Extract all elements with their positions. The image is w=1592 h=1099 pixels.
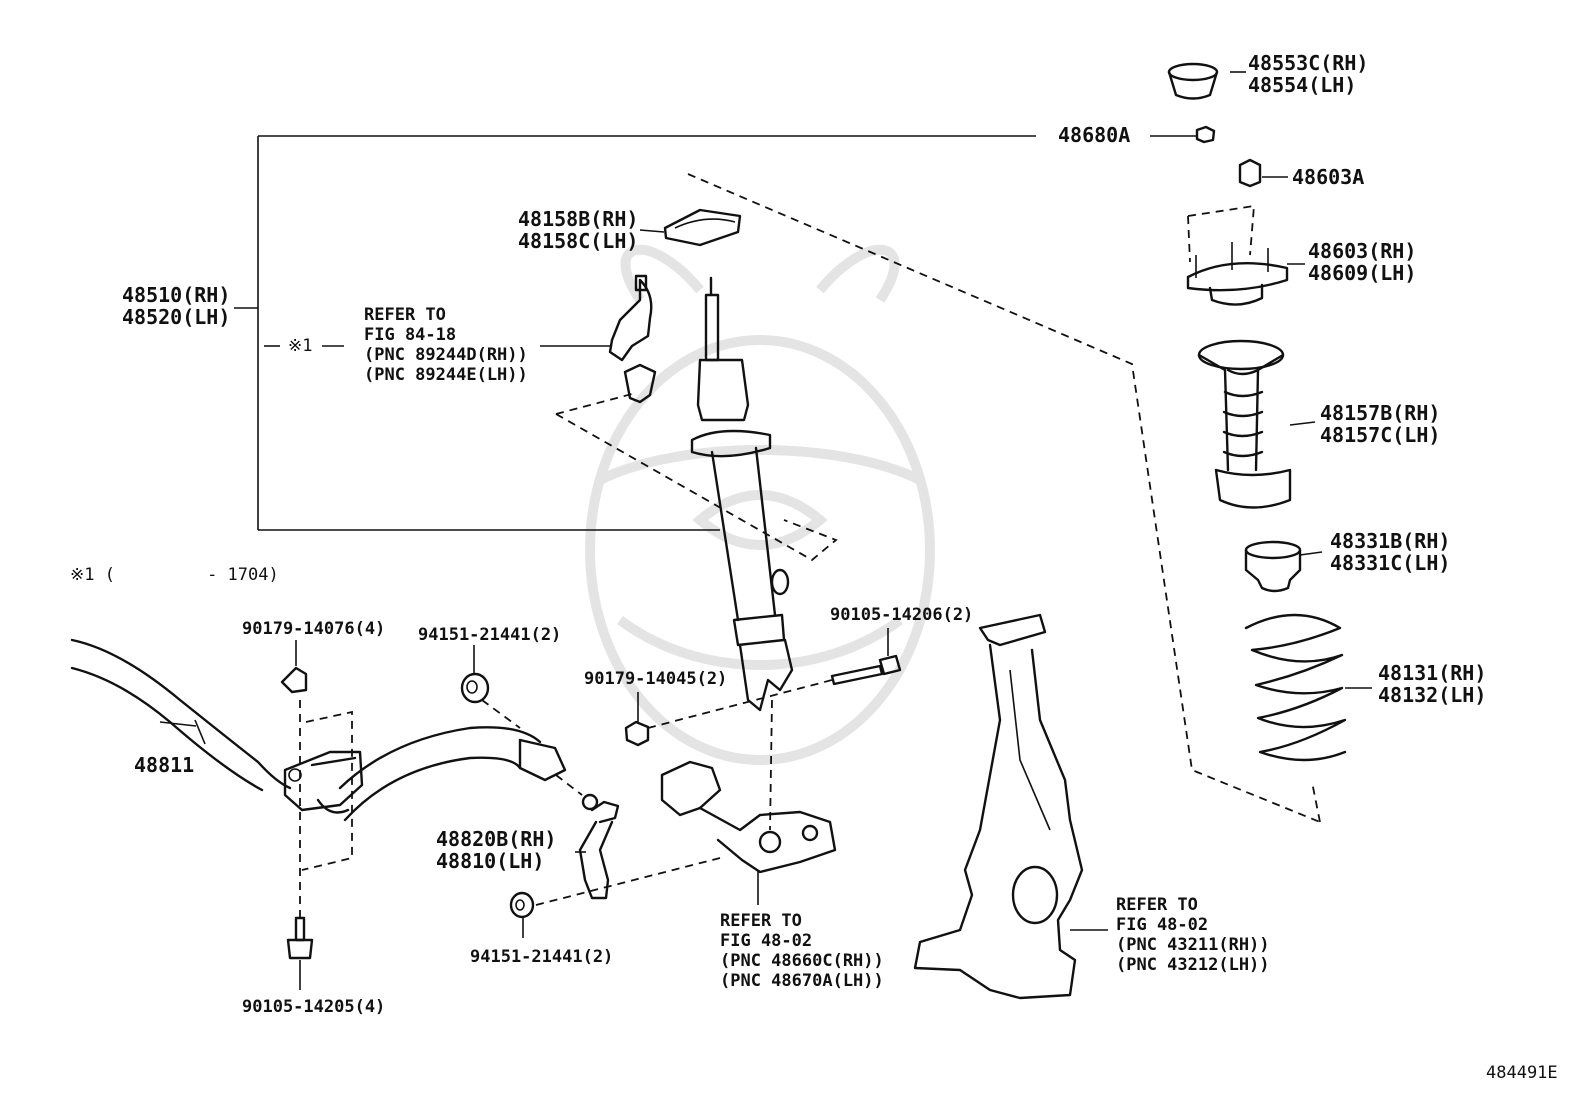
- dust-cap-part[interactable]: [1167, 62, 1219, 100]
- label-48603a[interactable]: 48603A: [1292, 165, 1364, 189]
- bellows-boot-part[interactable]: [1197, 339, 1292, 509]
- nut-48603a-part[interactable]: [1238, 158, 1262, 188]
- label-90179-14076[interactable]: 90179-14076(4): [242, 619, 385, 639]
- spring-insulator-upper-part[interactable]: [663, 208, 742, 247]
- nut-48680a-part[interactable]: [1195, 125, 1216, 144]
- sensor-ref-line-2[interactable]: FIG 84-18: [364, 325, 456, 345]
- label-48158b[interactable]: 48158B(RH): [518, 207, 638, 231]
- label-48157c[interactable]: 48157C(LH): [1320, 423, 1440, 447]
- label-94151-top[interactable]: 94151-21441(2): [418, 625, 561, 645]
- label-48553c[interactable]: 48553C(RH): [1248, 51, 1368, 75]
- knuckle-ref-line-4[interactable]: (PNC 43212(LH)): [1116, 955, 1270, 975]
- label-48132[interactable]: 48132(LH): [1378, 683, 1486, 707]
- stabilizer-bar-part[interactable]: [70, 638, 567, 822]
- knuckle-ref-line-3[interactable]: (PNC 43211(RH)): [1116, 935, 1270, 955]
- diagram-id: 484491E: [1486, 1063, 1558, 1083]
- bolt-90105-14206-part[interactable]: [830, 654, 902, 686]
- label-48603[interactable]: 48603(RH): [1308, 239, 1416, 263]
- label-48811[interactable]: 48811: [134, 753, 194, 777]
- bump-stop-part[interactable]: [1244, 540, 1302, 593]
- label-48554[interactable]: 48554(LH): [1248, 73, 1356, 97]
- coil-spring-part[interactable]: [1244, 613, 1347, 762]
- strut-mount-part[interactable]: [1186, 242, 1289, 306]
- watermark-emblem: [585, 244, 935, 765]
- label-90105-14205[interactable]: 90105-14205(4): [242, 997, 385, 1017]
- nut-90179-14045-part[interactable]: [624, 720, 650, 747]
- arm-ref-line-4[interactable]: (PNC 48670A(LH)): [720, 971, 884, 991]
- knuckle-ref-line-1[interactable]: REFER TO: [1116, 895, 1198, 915]
- label-48331c[interactable]: 48331C(LH): [1330, 551, 1450, 575]
- bushing-94151-top-part[interactable]: [460, 672, 490, 704]
- knuckle-ref-line-2[interactable]: FIG 48-02: [1116, 915, 1208, 935]
- part-labels: 48553C(RH) 48554(LH) 48680A 48603A 48158…: [70, 51, 1558, 1083]
- label-48820b[interactable]: 48820B(RH): [436, 827, 556, 851]
- nut-90179-14076-part[interactable]: [280, 666, 308, 694]
- sensor-ref-line-3[interactable]: (PNC 89244D(RH)): [364, 345, 528, 365]
- stabilizer-link-part[interactable]: [578, 793, 620, 900]
- label-90105-14206[interactable]: 90105-14206(2): [830, 605, 973, 625]
- label-48520[interactable]: 48520(LH): [122, 305, 230, 329]
- sensor-bracket-part[interactable]: [608, 274, 657, 404]
- bushing-94151-bottom-part[interactable]: [509, 891, 535, 919]
- arm-ref-line-3[interactable]: (PNC 48660C(RH)): [720, 951, 884, 971]
- label-48331b[interactable]: 48331B(RH): [1330, 529, 1450, 553]
- shock-absorber-part[interactable]: [690, 276, 794, 712]
- bolt-90105-14205-part[interactable]: [286, 916, 314, 960]
- label-48131[interactable]: 48131(RH): [1378, 661, 1486, 685]
- label-48510[interactable]: 48510(RH): [122, 283, 230, 307]
- arm-ref-line-2[interactable]: FIG 48-02: [720, 931, 812, 951]
- footnote: ※1 ( - 1704): [70, 565, 279, 585]
- label-94151-bottom[interactable]: 94151-21441(2): [470, 947, 613, 967]
- note-marker: ※1: [288, 336, 312, 356]
- leader-lines: [159, 71, 1372, 990]
- stabilizer-bushing-part[interactable]: [283, 750, 364, 814]
- sensor-ref-line-4[interactable]: (PNC 89244E(LH)): [364, 365, 528, 385]
- label-48810[interactable]: 48810(LH): [436, 849, 544, 873]
- sensor-ref-line-1[interactable]: REFER TO: [364, 305, 446, 325]
- lower-control-arm-part[interactable]: [660, 760, 837, 874]
- arm-ref-line-1[interactable]: REFER TO: [720, 911, 802, 931]
- label-90179-14045[interactable]: 90179-14045(2): [584, 669, 727, 689]
- label-48157b[interactable]: 48157B(RH): [1320, 401, 1440, 425]
- label-48609[interactable]: 48609(LH): [1308, 261, 1416, 285]
- steering-knuckle-part[interactable]: [913, 613, 1084, 1000]
- label-48680a[interactable]: 48680A: [1058, 123, 1130, 147]
- label-48158c[interactable]: 48158C(LH): [518, 229, 638, 253]
